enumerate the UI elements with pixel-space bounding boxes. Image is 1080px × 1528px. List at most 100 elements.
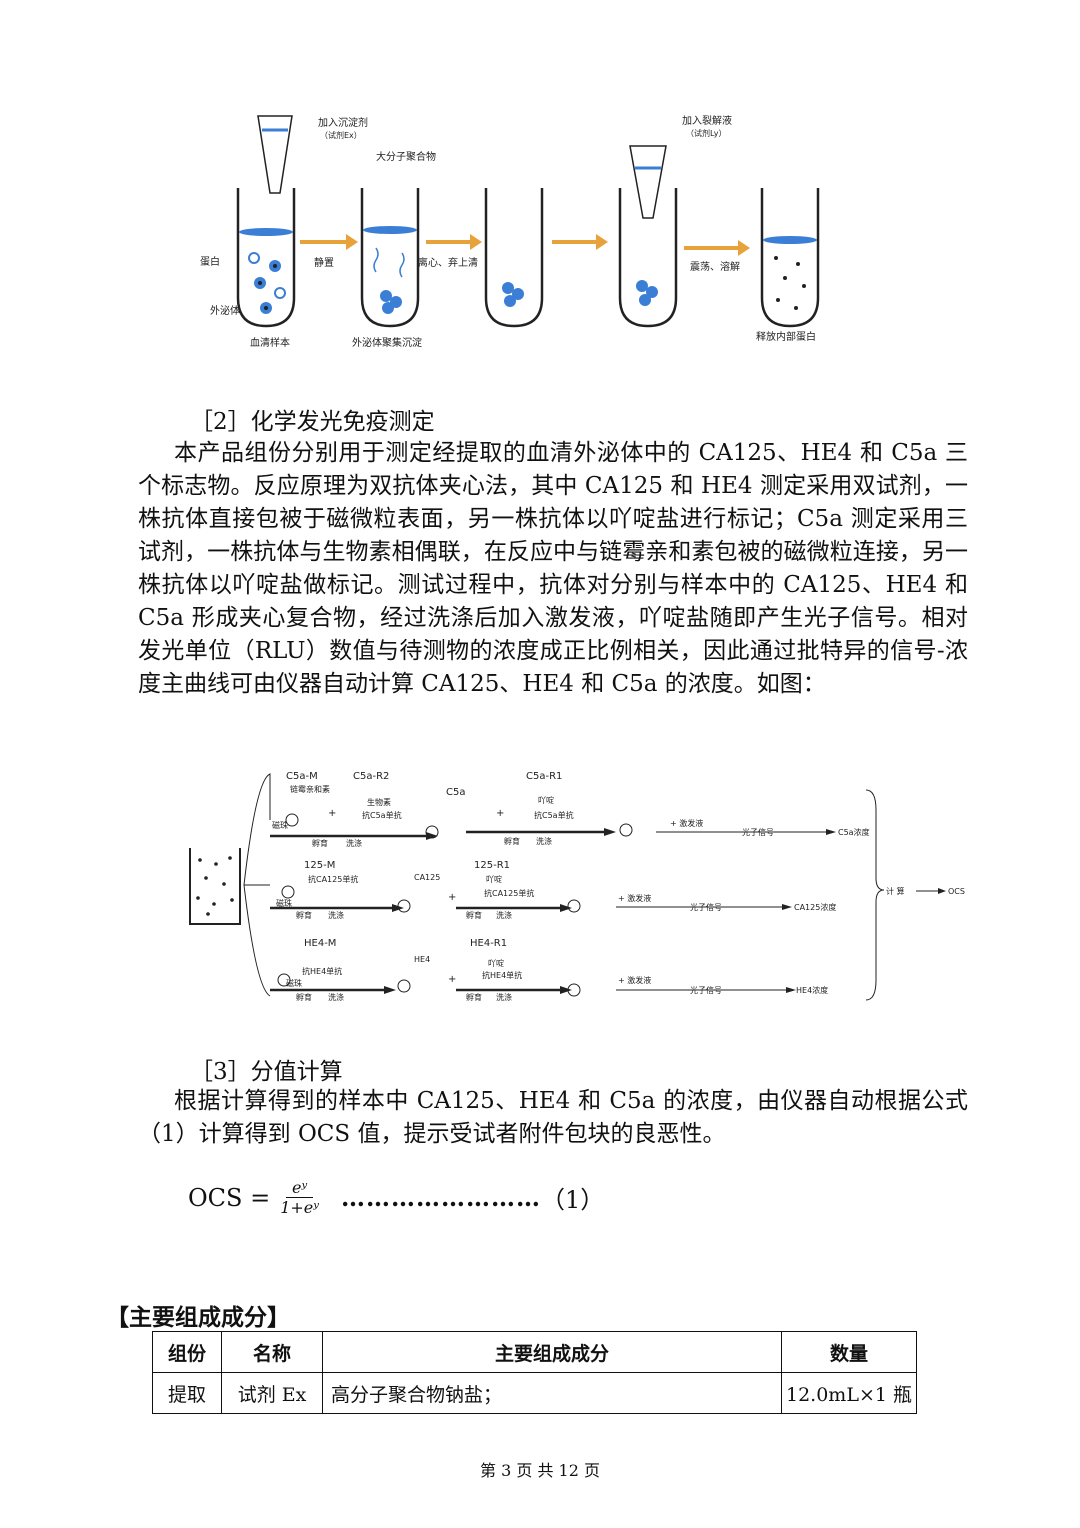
arrow-icon <box>552 234 608 250</box>
table-row: 提取 试剂 Ex 高分子聚合物钠盐； 12.0mL×1 瓶 <box>152 1372 917 1414</box>
label-he4-analyte: HE4 <box>414 955 430 964</box>
label-wash: 洗涤 <box>346 838 362 848</box>
label-wash: 洗涤 <box>328 992 344 1002</box>
section2-heading: ［2］化学发光免疫测定 <box>190 409 435 435</box>
page-footer: 第 3 页 共 12 页 <box>480 1461 600 1480</box>
label-incubate: 孵育 <box>312 838 328 848</box>
label-anti-c5a: 抗C5a单抗 <box>534 810 574 820</box>
label-anti-he4: 抗HE4单抗 <box>482 970 522 980</box>
col-header: 数量 <box>781 1331 917 1373</box>
table-header-row: 组份 名称 主要组成成分 数量 <box>152 1331 917 1373</box>
label-wash: 洗涤 <box>496 910 512 920</box>
magnetic-bead-icon <box>397 979 411 993</box>
formula-number: （1） <box>540 1186 605 1214</box>
label-biotin: 生物素 <box>367 797 391 807</box>
ocs-formula: OCS = eʸ 1+eʸ …………………… （1） <box>188 1178 604 1217</box>
label-incubate: 孵育 <box>296 910 312 920</box>
label-anti-ca125: 抗CA125单抗 <box>484 888 534 898</box>
label-incubate: 孵育 <box>296 992 312 1002</box>
fig1-add-lysis: 加入裂解液 <box>682 114 732 127</box>
magnetic-bead-icon <box>619 823 633 837</box>
label-c5a-r1: C5a-R1 <box>526 771 562 782</box>
section3-paragraph: 根据计算得到的样本中 CA125、HE4 和 C5a 的浓度，由仪器自动根据公式… <box>138 1088 968 1147</box>
formula-denominator: 1+eʸ <box>280 1198 319 1217</box>
label-125-m: 125-M <box>304 860 335 871</box>
label-ca125-conc: CA125浓度 <box>794 902 836 912</box>
label-photon-signal: 光子信号 <box>690 985 722 995</box>
label-add-trigger: + 激发液 <box>670 818 703 828</box>
fig1-exosome: 外泌体 <box>210 304 240 317</box>
arrow-icon <box>684 240 750 256</box>
arrow-icon <box>426 234 482 250</box>
plus-sign: + <box>328 808 336 819</box>
magnetic-bead-icon <box>281 885 295 899</box>
fig1-reagent-ly: （试剂Ly） <box>686 128 726 138</box>
magnetic-bead-icon <box>567 899 581 913</box>
fig1-serum-sample: 血清样本 <box>250 336 290 349</box>
label-photon-signal: 光子信号 <box>742 827 774 837</box>
label-incubate: 孵育 <box>504 836 520 846</box>
section2-paragraph: 本产品组份分别用于测定经提取的血清外泌体中的 CA125、HE4 和 C5a 三… <box>138 440 968 697</box>
label-c5a-analyte: C5a <box>446 787 465 798</box>
label-anti-c5a: 抗C5a单抗 <box>362 810 402 820</box>
label-add-trigger: + 激发液 <box>618 893 651 903</box>
label-125-r1: 125-R1 <box>474 860 510 871</box>
fig1-shake: 震荡、溶解 <box>690 260 740 273</box>
fig1-reagent-ex: （试剂Ex） <box>320 130 362 140</box>
tube-4 <box>618 188 678 328</box>
label-acridinium: 吖啶 <box>488 958 504 968</box>
plus-sign: + <box>448 974 456 985</box>
magnetic-bead-icon <box>285 813 299 827</box>
arrow-icon <box>300 234 358 250</box>
plus-sign: + <box>496 808 504 819</box>
components-title: 【主要组成成分】 <box>106 1304 290 1331</box>
label-he4-r1: HE4-R1 <box>470 938 507 949</box>
formula-numerator: eʸ <box>286 1178 314 1198</box>
tube-1 <box>236 188 296 328</box>
label-ocs: OCS <box>948 887 965 896</box>
label-bead: 磁珠 <box>276 898 292 908</box>
tube-3 <box>484 188 544 328</box>
label-acridinium: 吖啶 <box>486 874 502 884</box>
label-c5a-m: C5a-M <box>286 771 318 782</box>
label-c5a-r2: C5a-R2 <box>353 771 389 782</box>
table-cell: 试剂 Ex <box>221 1372 323 1414</box>
chemiluminescence-figure: C5a-M C5a-R2 C5a-R1 链霉亲和素 生物素 抗C5a单抗 C5a… <box>189 771 965 1002</box>
tube-2 <box>360 188 420 328</box>
formula-fraction: eʸ 1+eʸ <box>280 1178 319 1217</box>
magnetic-bead-icon <box>397 899 411 913</box>
label-incubate: 孵育 <box>466 992 482 1002</box>
magnetic-bead-icon <box>277 973 291 987</box>
tube-5 <box>760 188 820 328</box>
label-incubate: 孵育 <box>466 910 482 920</box>
fig1-release: 释放内部蛋白 <box>756 330 816 343</box>
col-header: 名称 <box>221 1331 323 1373</box>
components-table: 组份 名称 主要组成成分 数量 提取 试剂 Ex 高分子聚合物钠盐； 12.0m… <box>152 1331 917 1414</box>
fig1-exosome-precipitate: 外泌体聚集沉淀 <box>352 336 422 349</box>
label-anti-he4: 抗HE4单抗 <box>302 966 342 976</box>
formula-dots: …………………… <box>340 1183 541 1212</box>
label-add-trigger: + 激发液 <box>618 975 651 985</box>
label-bead: 磁珠 <box>286 978 302 988</box>
table-cell: 提取 <box>152 1372 222 1414</box>
exosome-extraction-figure: 加入沉淀剂 （试剂Ex） 大分子聚合物 蛋白 外泌体 血清样本 静置 外泌体聚集… <box>200 114 820 349</box>
fig1-add-precipitant: 加入沉淀剂 <box>318 116 368 129</box>
fig1-stand: 静置 <box>314 256 334 269</box>
table-cell: 12.0mL×1 瓶 <box>781 1372 917 1414</box>
fig1-protein: 蛋白 <box>200 255 220 268</box>
label-calc: 计 算 <box>886 886 905 896</box>
pipette-icon <box>257 115 293 194</box>
label-streptavidin: 链霉亲和素 <box>290 784 330 794</box>
label-he4-conc: HE4浓度 <box>796 985 828 995</box>
label-anti-ca125: 抗CA125单抗 <box>308 874 358 884</box>
table-cell: 高分子聚合物钠盐； <box>322 1372 782 1414</box>
formula-lhs: OCS = <box>188 1183 271 1212</box>
label-c5a-conc: C5a浓度 <box>838 827 870 837</box>
pipette-icon <box>629 145 667 219</box>
label-he4-m: HE4-M <box>304 938 336 949</box>
label-wash: 洗涤 <box>536 836 552 846</box>
label-bead: 磁珠 <box>272 820 288 830</box>
label-photon-signal: 光子信号 <box>690 902 722 912</box>
label-acridinium: 吖啶 <box>538 795 554 805</box>
brace-icon <box>865 789 885 1001</box>
